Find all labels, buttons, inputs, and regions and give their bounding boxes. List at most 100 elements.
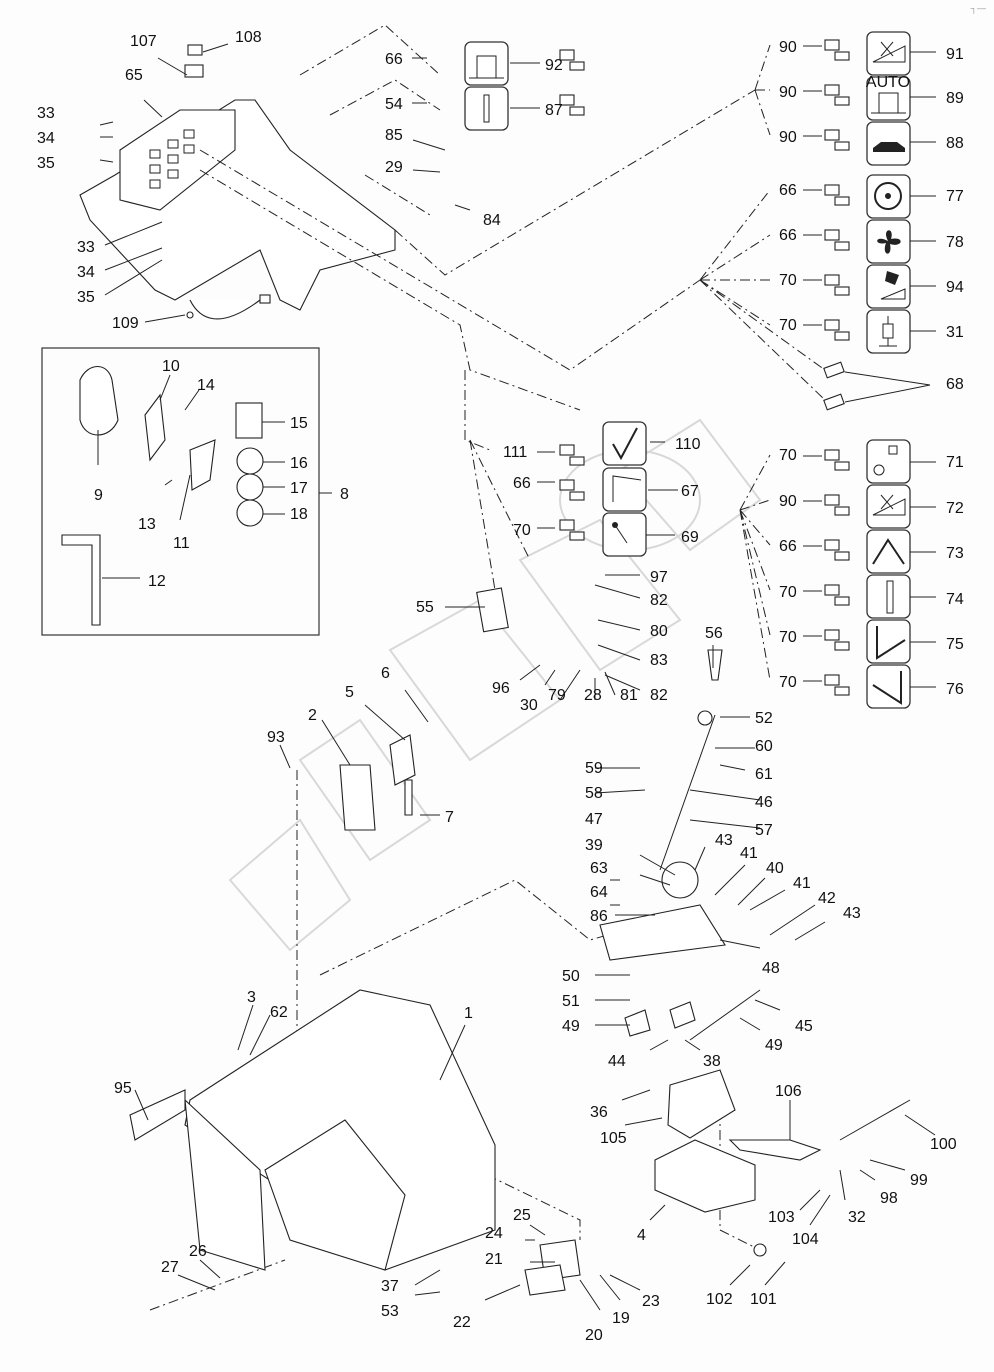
callout: 27 xyxy=(161,1259,179,1276)
callout: 29 xyxy=(385,159,403,176)
callout: 35 xyxy=(77,289,95,306)
callout-leaders xyxy=(97,43,936,1311)
bar-icon xyxy=(464,86,509,131)
right-wall-slope-icon xyxy=(866,664,911,709)
callout: 40 xyxy=(766,860,784,877)
callout: 25 xyxy=(513,1207,531,1224)
callout: 21 xyxy=(485,1251,503,1268)
chevron-up-icon xyxy=(866,529,911,574)
terrain-lift-icon xyxy=(866,264,911,309)
callout: 70 xyxy=(779,317,797,334)
callout: 86 xyxy=(590,908,608,925)
switch-icon xyxy=(824,129,850,151)
callout: 37 xyxy=(381,1278,399,1295)
callout: 12 xyxy=(148,573,166,590)
callout: 45 xyxy=(795,1018,813,1035)
switch-icon xyxy=(824,274,850,296)
switch-icon xyxy=(824,39,850,61)
callout: 34 xyxy=(77,264,95,281)
slope-tilt-icon xyxy=(866,484,911,529)
callout: 90 xyxy=(779,84,797,101)
left-wall-slope-icon xyxy=(866,619,911,664)
callout: 43 xyxy=(843,905,861,922)
callout: 77 xyxy=(946,188,964,205)
callout: 41 xyxy=(740,845,758,862)
switch-icon xyxy=(824,184,850,206)
callout: 2 xyxy=(308,707,317,724)
svg-text:AUTO: AUTO xyxy=(866,74,910,91)
callout: 33 xyxy=(37,105,55,122)
callout: 66 xyxy=(779,538,797,555)
callout: 44 xyxy=(608,1053,626,1070)
callout: 34 xyxy=(37,130,55,147)
callout: 22 xyxy=(453,1314,471,1331)
callout-labels: 107 108 65 33 34 35 33 34 35 109 66 9 2 5… xyxy=(37,29,964,1344)
callout: 70 xyxy=(779,584,797,601)
center-icon-stack xyxy=(559,421,647,557)
callout: 7 xyxy=(445,809,454,826)
callout: 66 xyxy=(385,51,403,68)
callout: 106 xyxy=(775,1083,802,1100)
callout: 75 xyxy=(946,636,964,653)
lower-right-icon-column xyxy=(824,439,911,709)
callout: 46 xyxy=(755,794,773,811)
callout: 70 xyxy=(513,522,531,539)
main-cabinet xyxy=(129,989,496,1271)
gear-flash-icon xyxy=(866,439,911,484)
callout: 35 xyxy=(37,155,55,172)
callout: 41 xyxy=(793,875,811,892)
switch-icon xyxy=(559,49,585,71)
callout: 3 xyxy=(247,989,256,1006)
callout: 80 xyxy=(650,623,668,640)
callout: 32 xyxy=(848,1209,866,1226)
callout: 58 xyxy=(585,785,603,802)
callout: 24 xyxy=(485,1225,503,1242)
callout: 90 xyxy=(779,39,797,56)
callout: 52 xyxy=(755,710,773,727)
callout: 56 xyxy=(705,625,723,642)
callout: 108 xyxy=(235,29,262,46)
callout: 42 xyxy=(818,890,836,907)
callout: 97 xyxy=(650,569,668,586)
callout: 1 xyxy=(464,1005,473,1022)
callout: 33 xyxy=(77,239,95,256)
callout: 94 xyxy=(946,279,964,296)
callout: 59 xyxy=(585,760,603,777)
callout: 84 xyxy=(483,212,501,229)
callout: 95 xyxy=(114,1080,132,1097)
callout: 30 xyxy=(520,697,538,714)
axle-icon xyxy=(866,309,911,354)
console-housing xyxy=(79,44,396,320)
callout: 18 xyxy=(290,506,308,523)
callout: 70 xyxy=(779,272,797,289)
callout: 104 xyxy=(792,1231,819,1248)
callout: 26 xyxy=(189,1243,207,1260)
slope-tilt-icon xyxy=(866,31,911,76)
switch-icon-column: AUTO xyxy=(464,31,911,411)
callout: 60 xyxy=(755,738,773,755)
callout: 38 xyxy=(703,1053,721,1070)
callout: 72 xyxy=(946,500,964,517)
callout: 65 xyxy=(125,67,143,84)
callout: 9 xyxy=(94,487,103,504)
checkmark-icon xyxy=(602,421,647,466)
callout: 83 xyxy=(650,652,668,669)
callout: 110 xyxy=(675,436,701,453)
callout: 89 xyxy=(946,90,964,107)
callout: 49 xyxy=(765,1037,783,1054)
callout: 90 xyxy=(779,493,797,510)
callout: 88 xyxy=(946,135,964,152)
callout: 23 xyxy=(642,1293,660,1310)
callout: 70 xyxy=(779,629,797,646)
auto-header-icon: AUTO xyxy=(866,74,911,121)
callout: 107 xyxy=(130,33,157,50)
callout: 51 xyxy=(562,993,580,1010)
callout: 109 xyxy=(112,315,139,332)
callout: 64 xyxy=(590,884,608,901)
callout: 50 xyxy=(562,968,580,985)
callout: 67 xyxy=(681,483,699,500)
callout: 96 xyxy=(492,680,510,697)
callout: 103 xyxy=(768,1209,795,1226)
callout: 36 xyxy=(590,1104,608,1121)
